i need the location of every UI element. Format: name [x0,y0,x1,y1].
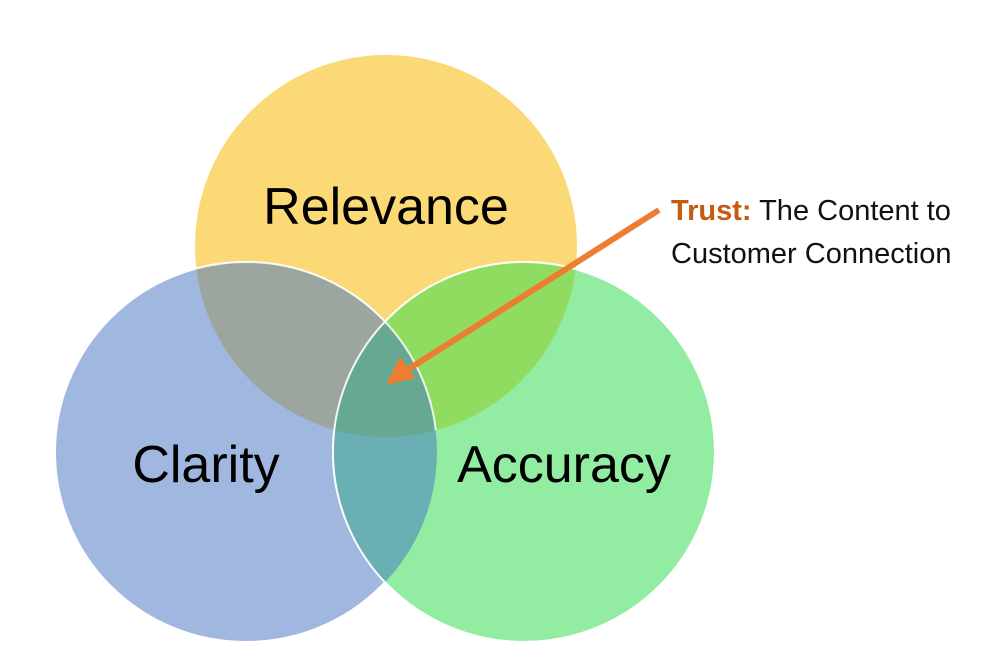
accuracy-circle-outline [332,261,716,643]
accuracy-label: Accuracy [457,436,671,494]
trust-title: Trust: [671,195,752,227]
callout-line-1: Trust: The Content to [671,190,951,233]
relevance-clarity-overlap [195,262,437,437]
callout-line-2: Customer Connection [671,238,952,270]
clarity-label: Clarity [132,436,279,494]
callout-text-1: The Content to [751,195,951,227]
callout-arrow [386,207,661,385]
relevance-label: Relevance [263,178,509,236]
trust-callout: Trust: The Content to Customer Connectio… [671,190,951,276]
arrow-head-icon [386,357,415,385]
clarity-circle-outline [195,261,438,437]
